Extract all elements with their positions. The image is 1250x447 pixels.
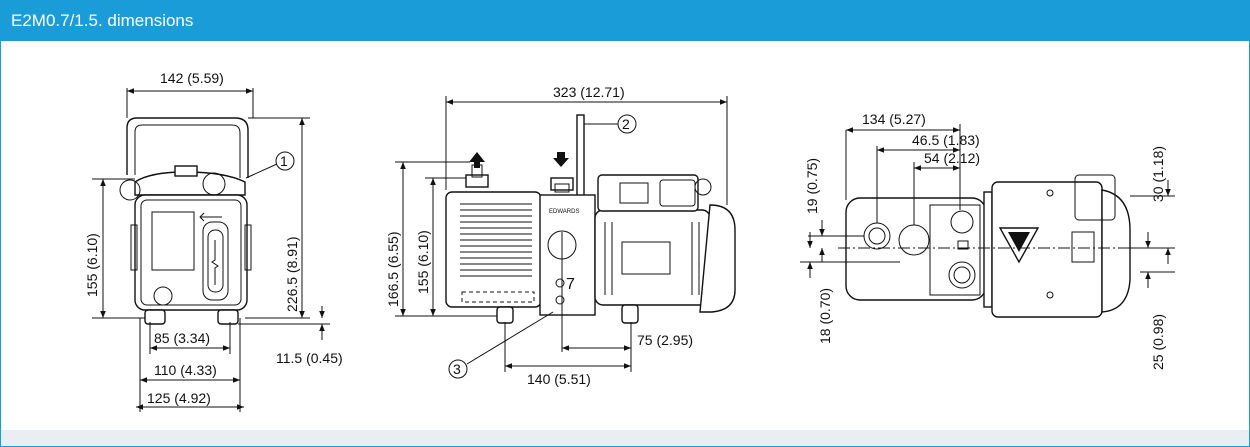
- fins: [460, 203, 532, 277]
- top-dim-a-label: 134 (5.27): [862, 111, 926, 127]
- top-dim-c-label: 54 (2.12): [924, 150, 980, 166]
- top-dim-f-label: 18 (0.70): [817, 288, 833, 344]
- panel-title: E2M0.7/1.5. dimensions: [11, 11, 194, 30]
- callout-3-label: 3: [453, 361, 461, 377]
- side-foot-span-label: 140 (5.51): [527, 371, 591, 387]
- warning-icon: [1008, 232, 1030, 252]
- top-dim-d-label: 30 (1.18): [1150, 146, 1166, 202]
- panel-header: E2M0.7/1.5. dimensions: [1, 1, 1249, 41]
- front-foot-height-label: 11.5 (0.45): [276, 350, 343, 366]
- callout-3: [448, 359, 468, 379]
- callout-1-label: 1: [280, 153, 288, 169]
- outlet-arrow-icon: [469, 152, 485, 168]
- top-dim-e-label: 19 (0.75): [804, 158, 820, 214]
- side-length-label: 323 (12.71): [553, 84, 625, 100]
- front-foot-mid-label: 110 (4.33): [154, 362, 217, 378]
- front-foot-inner-label: 85 (3.34): [154, 330, 210, 346]
- top-view: 134 (5.27) 46.5 (1.83) 54 (2.12) 30 (1.1…: [800, 111, 1175, 370]
- callout-2-label: 2: [622, 116, 630, 132]
- side-offset-label: 75 (2.95): [637, 332, 693, 348]
- side-view: 7 EDWARDS 323 (12.71) 166.5 (6.55) 1: [385, 84, 736, 387]
- inlet-arrow-icon: [553, 152, 569, 167]
- panel-footer: [1, 430, 1249, 446]
- brand-label: EDWARDS: [549, 209, 579, 215]
- front-view: 142 (5.59) 155 (6.10) 226.5 (8.91) 11.5 …: [84, 70, 343, 412]
- front-foot-outer-label: 125 (4.92): [147, 390, 211, 406]
- top-dim-b-label: 46.5 (1.83): [912, 132, 980, 148]
- front-height-left-label: 155 (6.10): [84, 233, 100, 297]
- top-dim-g-label: 25 (0.98): [1150, 314, 1166, 370]
- callout-2: [617, 114, 637, 134]
- callout-1: [275, 151, 295, 171]
- front-width-label: 142 (5.59): [160, 70, 224, 86]
- front-height-right-label: 226.5 (8.91): [284, 237, 300, 313]
- side-figure-seven: 7: [566, 276, 575, 293]
- side-height-outer-label: 166.5 (6.55): [385, 232, 401, 308]
- side-height-inner-label: 155 (6.10): [415, 230, 431, 294]
